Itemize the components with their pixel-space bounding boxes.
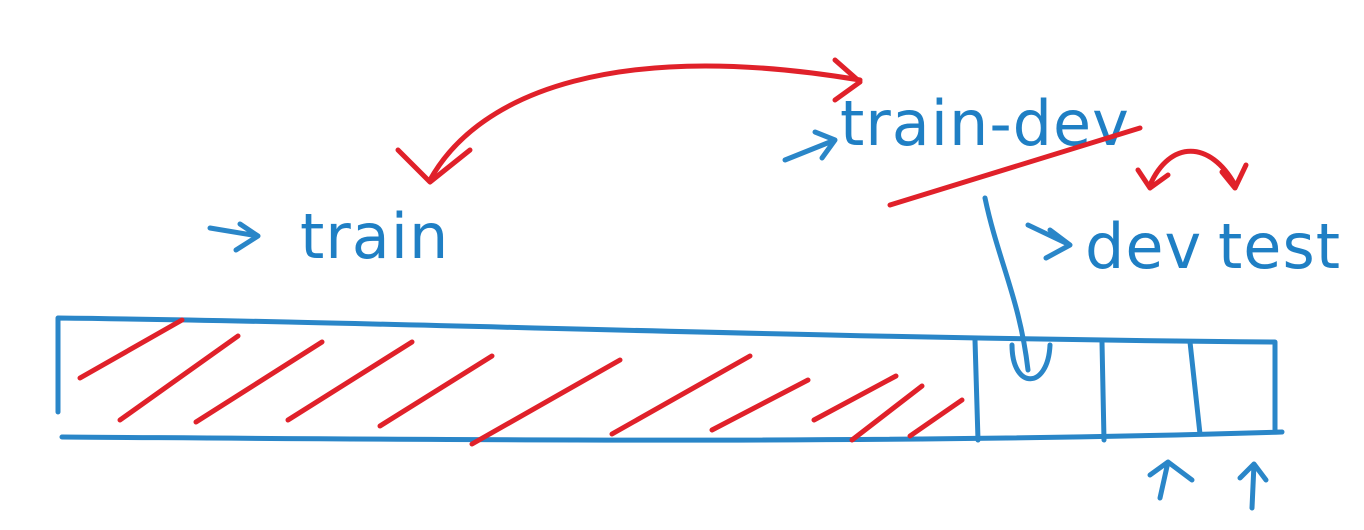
test-box-up-arrow-icon [1237,461,1269,511]
test-label: test [1218,210,1341,283]
train-label: train [300,200,449,273]
dev-test-label-group: dev test [1025,210,1341,283]
dev-box-up-arrow-icon [1147,459,1195,501]
train-dev-to-split-arrow [982,195,1053,382]
train-dev-label-group: train-dev [782,87,1143,208]
train-dev-label: train-dev [840,87,1130,160]
train-split-divider [972,337,981,443]
data-bar [55,315,1285,443]
train-pointer-icon [207,221,261,253]
dev-test-pointer-arrows [1147,459,1269,511]
dev-pointer-icon [1025,222,1073,261]
dev-label: dev [1085,210,1202,283]
train-traindev-compare-arrow [395,57,863,185]
dev-split-divider [1099,339,1107,443]
train-label-group: train [207,200,449,273]
train-portion-hatching [77,317,965,447]
dev-test-compare-arrow [1135,148,1249,191]
train-dev-pointer-icon [782,129,838,163]
test-split-divider [1187,339,1203,437]
